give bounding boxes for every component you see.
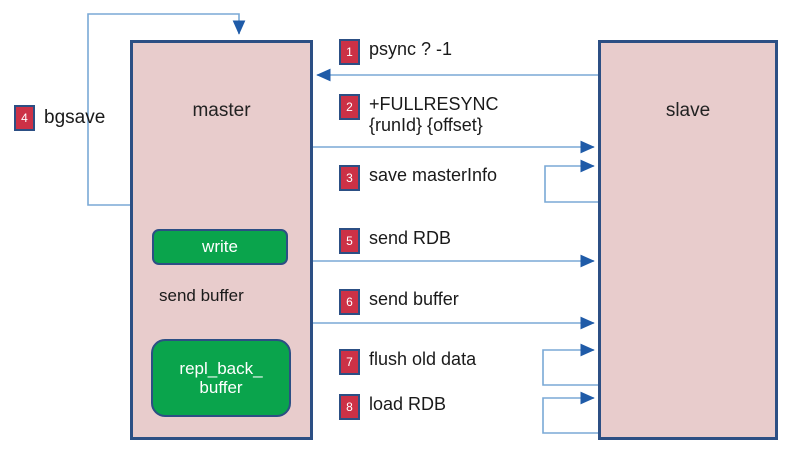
- step-7-label: flush old data: [369, 349, 477, 369]
- step-1-psync: 1 psync ? -1: [339, 39, 452, 65]
- master-node-label: master: [192, 100, 251, 121]
- step-4-bgsave: 4 bgsave: [14, 105, 105, 131]
- wire-step-7: [542, 343, 598, 386]
- step-2-label-line2: {runId} {offset}: [369, 115, 483, 136]
- step-6-send-buffer: 6 send buffer: [339, 289, 459, 315]
- step-7-flush-old-data: 7 flush old data: [339, 349, 476, 375]
- step-2-badge: 2: [339, 94, 360, 120]
- step-6-label: send buffer: [369, 289, 459, 309]
- step-7-badge: 7: [339, 349, 360, 375]
- step-1-label: psync ? -1: [369, 39, 453, 59]
- write-box-label: write: [202, 237, 238, 257]
- step-4-badge: 4: [14, 105, 35, 131]
- step-2-label: +FULLRESYNC {runId} {offset}: [369, 94, 499, 136]
- slave-node-label: slave: [665, 100, 711, 121]
- repl-back-buffer-label: repl_back_ buffer: [179, 359, 262, 397]
- step-3-save-masterinfo: 3 save masterInfo: [339, 165, 497, 191]
- step-4-label: bgsave: [44, 106, 106, 128]
- step-8-badge: 8: [339, 394, 360, 420]
- wire-step-8: [542, 391, 598, 434]
- wire-step-3: [544, 159, 598, 203]
- step-3-badge: 3: [339, 165, 360, 191]
- step-2-label-line1: +FULLRESYNC: [369, 94, 499, 114]
- write-box[interactable]: write: [152, 229, 288, 265]
- step-3-label: save masterInfo: [369, 165, 498, 185]
- step-2-fullresync: 2 +FULLRESYNC {runId} {offset}: [339, 94, 499, 136]
- repl-back-buffer-line2: buffer: [199, 378, 243, 397]
- step-5-badge: 5: [339, 228, 360, 254]
- step-8-label: load RDB: [369, 394, 447, 414]
- step-5-label: send RDB: [369, 228, 452, 248]
- repl-back-buffer-line1: repl_back_: [179, 358, 263, 378]
- step-5-send-rdb: 5 send RDB: [339, 228, 451, 254]
- step-6-badge: 6: [339, 289, 360, 315]
- slave-node[interactable]: slave: [598, 40, 778, 440]
- step-8-load-rdb: 8 load RDB: [339, 394, 446, 420]
- send-buffer-caption: send buffer: [159, 286, 244, 305]
- step-1-badge: 1: [339, 39, 360, 65]
- repl-back-buffer-box[interactable]: repl_back_ buffer: [151, 339, 291, 417]
